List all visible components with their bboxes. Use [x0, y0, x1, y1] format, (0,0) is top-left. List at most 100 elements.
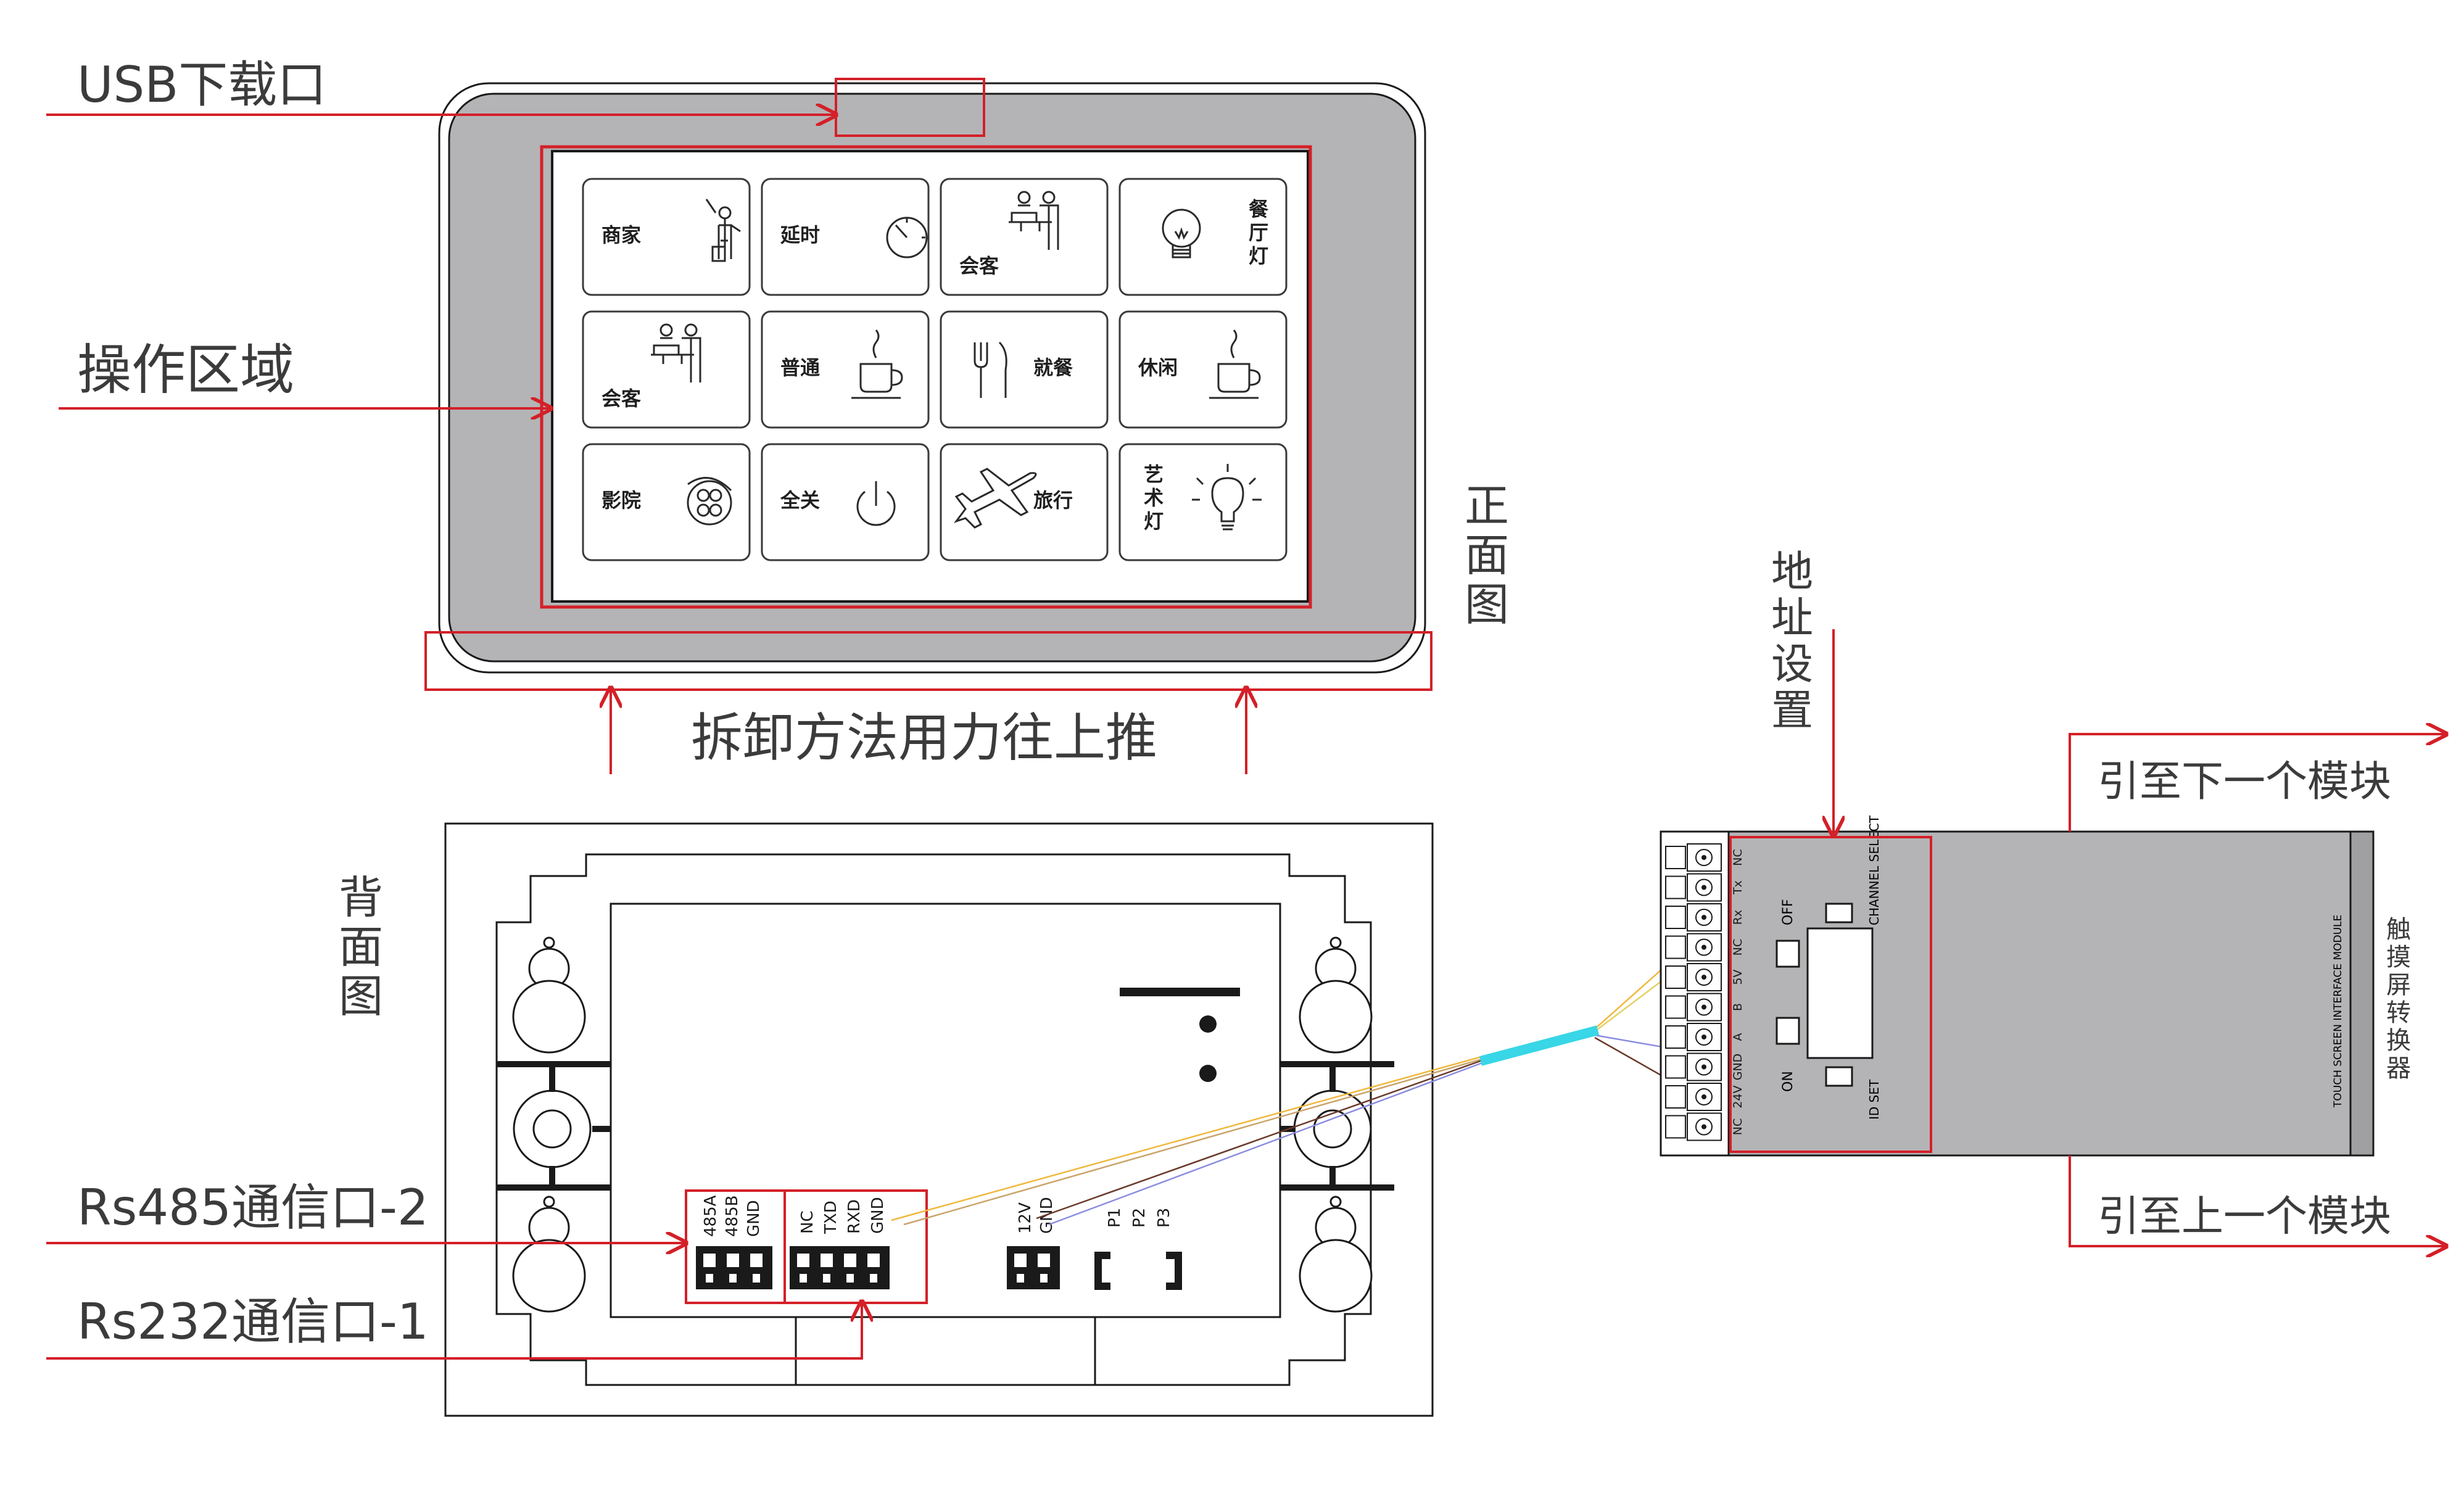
button-grid: 商家延时会客餐厅灯会客普通就餐休闲影院全关旅行艺术灯: [582, 178, 1288, 561]
scene-button-label: 会客: [959, 254, 999, 278]
terminal-5: B: [1665, 993, 1745, 1022]
mounting-holes: [512, 936, 1373, 1313]
converter-module-text: TOUCH SCREEN INTERFACE MODULE: [2332, 915, 2344, 1108]
coffee-icon: [851, 329, 903, 399]
to-next-module-arrow: [2069, 734, 2446, 832]
terminal-10: NC: [1665, 843, 1745, 872]
front-view-label: 正 面 图: [1465, 480, 1509, 630]
pin-header-bracket: [1094, 1252, 1182, 1290]
scene-button-label: 全关: [780, 489, 820, 512]
gourd-hole-top-right: [1299, 936, 1373, 1054]
terminal-label: 5V: [1731, 969, 1745, 985]
removal-edge-highlight: [424, 631, 1433, 691]
scene-button-11[interactable]: 旅行: [940, 443, 1109, 561]
art-lamp-icon: [1192, 464, 1262, 531]
operation-area-label: 操作区域: [77, 338, 294, 402]
terminal-4: A: [1665, 1023, 1745, 1051]
channel-display: [1806, 927, 1874, 1059]
terminal-label: B: [1731, 1003, 1745, 1011]
rs232-port-label: Rs232通信口-1: [77, 1293, 429, 1350]
terminal-label: Rx: [1731, 910, 1745, 925]
svg-text:图: 图: [1465, 579, 1509, 630]
pin-label: P3: [1155, 1208, 1173, 1228]
dining-icon: [974, 341, 1007, 398]
timer-icon: [886, 217, 928, 258]
scene-button-label: 艺术灯: [1144, 463, 1164, 533]
svg-text:换: 换: [2386, 1027, 2411, 1055]
meeting-icon: [1009, 191, 1059, 250]
scene-button-4[interactable]: 餐厅灯: [1118, 178, 1288, 296]
scene-button-1[interactable]: 商家: [582, 178, 751, 296]
power-pin-label: 12V: [1016, 1202, 1035, 1234]
terminal-9: Tx: [1665, 873, 1745, 902]
bulb-icon: [1162, 209, 1201, 258]
switch-channel-select[interactable]: [1825, 903, 1853, 923]
pin-label: P1: [1106, 1208, 1124, 1228]
svg-text:设: 设: [1771, 640, 1813, 689]
port-terminals: [696, 1246, 1182, 1290]
rs232-pin-label: RXD: [845, 1199, 864, 1234]
switch-off-label: OFF: [1780, 899, 1796, 925]
rs232-port-arrow: [46, 1302, 862, 1360]
scene-button-7[interactable]: 就餐: [940, 310, 1109, 429]
scene-button-10[interactable]: 全关: [761, 443, 930, 561]
back-panel: [444, 822, 1434, 1417]
terminal-label: NC: [1731, 849, 1745, 866]
terminal-2: 24V: [1665, 1083, 1745, 1111]
rs232-pin-label: GND: [869, 1197, 887, 1234]
svg-text:址: 址: [1771, 594, 1813, 643]
terminal-label: NC: [1731, 1118, 1745, 1135]
rs232-terminal: [790, 1246, 890, 1289]
usb-port-label: USB下载口: [77, 56, 326, 114]
to-next-module-label: 引至下一个模块: [2098, 758, 2391, 806]
terminal-6: 5V: [1665, 963, 1745, 991]
terminal-label: NC: [1731, 939, 1745, 956]
scene-button-9[interactable]: 影院: [582, 443, 751, 561]
svg-text:屏: 屏: [2386, 971, 2411, 999]
terminal-label: GND: [1731, 1054, 1745, 1081]
terminal-label: A: [1731, 1033, 1745, 1041]
terminal-3: GND: [1665, 1052, 1745, 1081]
terminal-1: NC: [1665, 1112, 1745, 1141]
scene-button-label: 就餐: [1033, 356, 1073, 379]
svg-text:置: 置: [1771, 687, 1813, 735]
svg-text:图: 图: [339, 970, 383, 1022]
scene-button-2[interactable]: 延时: [761, 178, 930, 296]
terminal-8: Rx: [1665, 903, 1745, 932]
address-setting-label: 地 址 设 置: [1771, 548, 1813, 735]
scene-button-label: 普通: [780, 356, 820, 379]
scene-button-3[interactable]: 会客: [940, 178, 1109, 296]
switch-on[interactable]: [1776, 1017, 1800, 1045]
gourd-hole-bottom-left: [512, 1196, 586, 1313]
pin-label: P2: [1130, 1208, 1149, 1228]
scene-button-label: 休闲: [1138, 356, 1178, 379]
rs485-pin-label: 485B: [723, 1196, 742, 1237]
rs232-pin-label: TXD: [822, 1200, 840, 1234]
power-icon: [856, 481, 896, 526]
svg-text:正: 正: [1465, 480, 1509, 532]
meeting-icon: [651, 323, 701, 382]
id-set-label: ID SET: [1867, 1079, 1882, 1120]
scene-button-12[interactable]: 艺术灯: [1118, 443, 1288, 561]
rs232-pin-label: NC: [798, 1210, 817, 1234]
scene-button-8[interactable]: 休闲: [1118, 310, 1288, 429]
channel-select-label: CHANNEL SELECT: [1867, 815, 1882, 925]
back-view-label: 背 面 图: [339, 872, 383, 1022]
scene-button-label: 会客: [602, 387, 641, 410]
svg-text:触: 触: [2386, 915, 2411, 944]
svg-text:面: 面: [339, 921, 383, 973]
merchant-icon: [705, 199, 741, 262]
indicator-marks: [1120, 988, 1240, 1082]
svg-text:摸: 摸: [2386, 943, 2411, 972]
rs485-port-label: Rs485通信口-2: [77, 1179, 429, 1236]
scene-button-5[interactable]: 会客: [582, 310, 751, 429]
terminal-label: 24V: [1731, 1085, 1745, 1108]
gourd-hole-top-left: [512, 936, 586, 1054]
scene-button-6[interactable]: 普通: [761, 310, 930, 429]
switch-id-set[interactable]: [1825, 1066, 1853, 1087]
switch-off[interactable]: [1776, 940, 1800, 968]
